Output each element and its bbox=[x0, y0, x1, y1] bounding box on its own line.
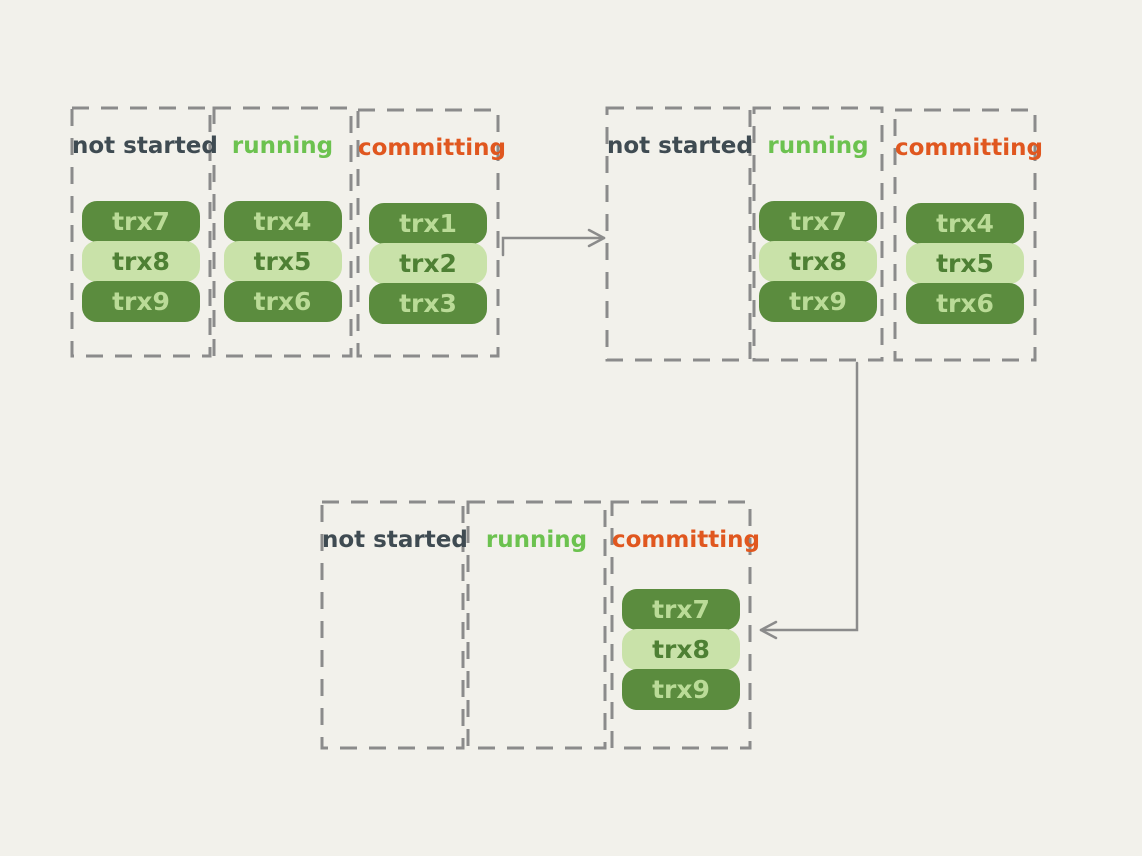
trx-pill: trx3 bbox=[369, 283, 487, 324]
arrow-state1-to-state2 bbox=[501, 228, 606, 257]
trx-pill: trx9 bbox=[82, 281, 200, 322]
trx-pill: trx8 bbox=[82, 241, 200, 282]
pill-stack: trx1 trx2 trx3 bbox=[369, 203, 487, 324]
trx-pill: trx7 bbox=[622, 589, 740, 630]
panel1-column-not-started: not started trx7 trx8 trx9 bbox=[72, 108, 218, 356]
panel2-column-not-started: not started bbox=[607, 108, 753, 360]
panel2-column-running: running trx7 trx8 trx9 bbox=[754, 108, 882, 360]
trx-pill: trx4 bbox=[906, 203, 1024, 244]
pill-stack: trx7 trx8 trx9 bbox=[82, 201, 200, 322]
column-label-running: running bbox=[485, 527, 588, 553]
trx-pill: trx2 bbox=[369, 243, 487, 284]
trx-pill: trx7 bbox=[759, 201, 877, 242]
trx-pill: trx1 bbox=[369, 203, 487, 244]
trx-pill: trx7 bbox=[82, 201, 200, 242]
trx-pill: trx6 bbox=[223, 281, 342, 322]
trx-pill: trx6 bbox=[906, 283, 1024, 324]
column-label-running: running bbox=[231, 133, 334, 159]
panel3-column-running: running bbox=[468, 502, 605, 748]
panel1-column-committing: committing trx1 trx2 trx3 bbox=[358, 110, 506, 356]
arrow-state2-to-state3 bbox=[759, 361, 859, 640]
column-label-committing: committing bbox=[612, 527, 760, 553]
panel3-column-committing: committing trx7 trx8 trx9 bbox=[612, 502, 760, 748]
column-label-committing: committing bbox=[358, 135, 506, 161]
pill-stack: trx7 trx8 trx9 bbox=[759, 201, 877, 322]
trx-pill: trx4 bbox=[223, 201, 342, 242]
trx-pill: trx9 bbox=[622, 669, 740, 710]
pill-stack: trx4 trx5 trx6 bbox=[223, 201, 342, 322]
trx-pill: trx9 bbox=[759, 281, 877, 322]
column-label-running: running bbox=[767, 133, 869, 159]
panel1-column-running: running trx4 trx5 trx6 bbox=[214, 108, 351, 356]
panel2-column-committing: committing trx4 trx5 trx6 bbox=[895, 110, 1043, 360]
trx-pill: trx5 bbox=[906, 243, 1024, 284]
pill-stack: trx7 trx8 trx9 bbox=[622, 589, 740, 710]
pill-stack: trx4 trx5 trx6 bbox=[906, 203, 1024, 324]
column-label-not-started: not started bbox=[72, 133, 218, 159]
trx-pill: trx8 bbox=[759, 241, 877, 282]
trx-pill: trx5 bbox=[223, 241, 342, 282]
column-label-not-started: not started bbox=[322, 527, 468, 553]
column-label-committing: committing bbox=[895, 135, 1043, 161]
trx-pill: trx8 bbox=[622, 629, 740, 670]
arrowhead-left-icon bbox=[759, 620, 778, 640]
arrowhead-right-icon bbox=[587, 228, 606, 248]
panel3-column-not-started: not started bbox=[322, 502, 468, 748]
column-label-not-started: not started bbox=[607, 133, 753, 159]
